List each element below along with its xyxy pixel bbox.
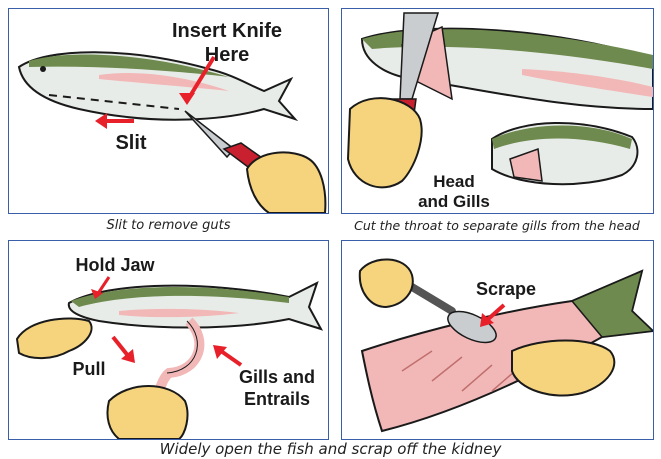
fish-eye <box>40 66 46 72</box>
throat-illustration: Head and Gills <box>342 9 653 213</box>
hand-left <box>17 318 92 358</box>
label-head: Head <box>433 172 475 191</box>
caption-panel-2: Cut the throat to separate gills from th… <box>339 218 655 233</box>
pull-illustration: Hold Jaw Pull Gills and Entrails <box>9 241 328 439</box>
entrails-arrow <box>221 351 241 365</box>
panel-cut-throat: Head and Gills <box>341 8 654 214</box>
label-scrape: Scrape <box>476 279 536 299</box>
caption-bottom: Widely open the fish and scrap off the k… <box>0 440 661 458</box>
hand-2 <box>348 98 422 187</box>
slit-illustration: Insert Knife Here Slit <box>9 9 328 213</box>
hand <box>247 152 325 213</box>
label-gills-and: Gills and <box>239 367 315 387</box>
label-insert-knife: Insert Knife <box>172 20 282 42</box>
hand-bottom <box>107 386 187 439</box>
label-here: Here <box>205 44 249 66</box>
panel-slit-guts: Insert Knife Here Slit <box>8 8 329 214</box>
panel-pull-gills: Hold Jaw Pull Gills and Entrails <box>8 240 329 440</box>
label-pull: Pull <box>72 359 105 379</box>
label-and-gills: and Gills <box>418 192 490 211</box>
scrape-illustration: Scrape <box>342 241 653 439</box>
caption-panel-1: Slit to remove guts <box>8 218 329 233</box>
pull-arrow <box>113 337 129 357</box>
label-slit: Slit <box>115 132 146 154</box>
hand-top <box>360 259 413 307</box>
label-entrails: Entrails <box>244 389 310 409</box>
hand-right <box>512 341 614 396</box>
label-hold-jaw: Hold Jaw <box>75 255 155 275</box>
panel-scrape-kidney: Scrape <box>341 240 654 440</box>
